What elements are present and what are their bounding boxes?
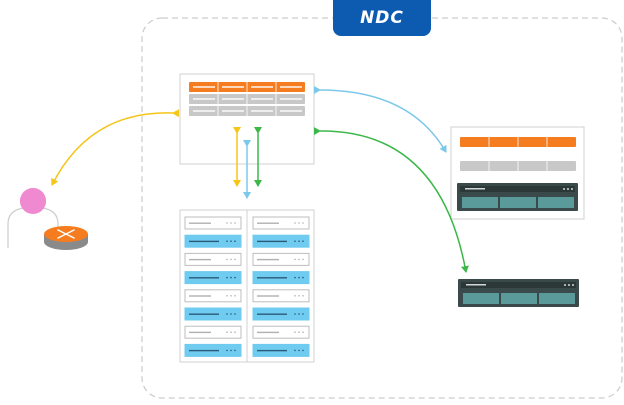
- rack-unit: [252, 325, 310, 339]
- rack-unit: [252, 289, 310, 303]
- storage-remote-server-link: [313, 127, 469, 273]
- rack-unit: [252, 216, 310, 230]
- server-rack: [179, 209, 315, 363]
- logo-text: NDC: [360, 8, 404, 28]
- user-storage-link: [51, 109, 180, 186]
- rack-server-icon: [457, 183, 578, 211]
- rack-unit: [184, 325, 242, 339]
- rack-unit: [184, 289, 242, 303]
- ndc-logo: NDC: [333, 0, 431, 36]
- remote-rack-server: [458, 279, 579, 307]
- rack-unit: [184, 216, 242, 230]
- remote-storage-array: [450, 126, 585, 220]
- rack-unit: [252, 252, 310, 266]
- storage-array-icon: [189, 82, 305, 116]
- router-icon: [44, 226, 88, 250]
- storage-rack-links: [233, 127, 262, 199]
- rack-unit: [184, 252, 242, 266]
